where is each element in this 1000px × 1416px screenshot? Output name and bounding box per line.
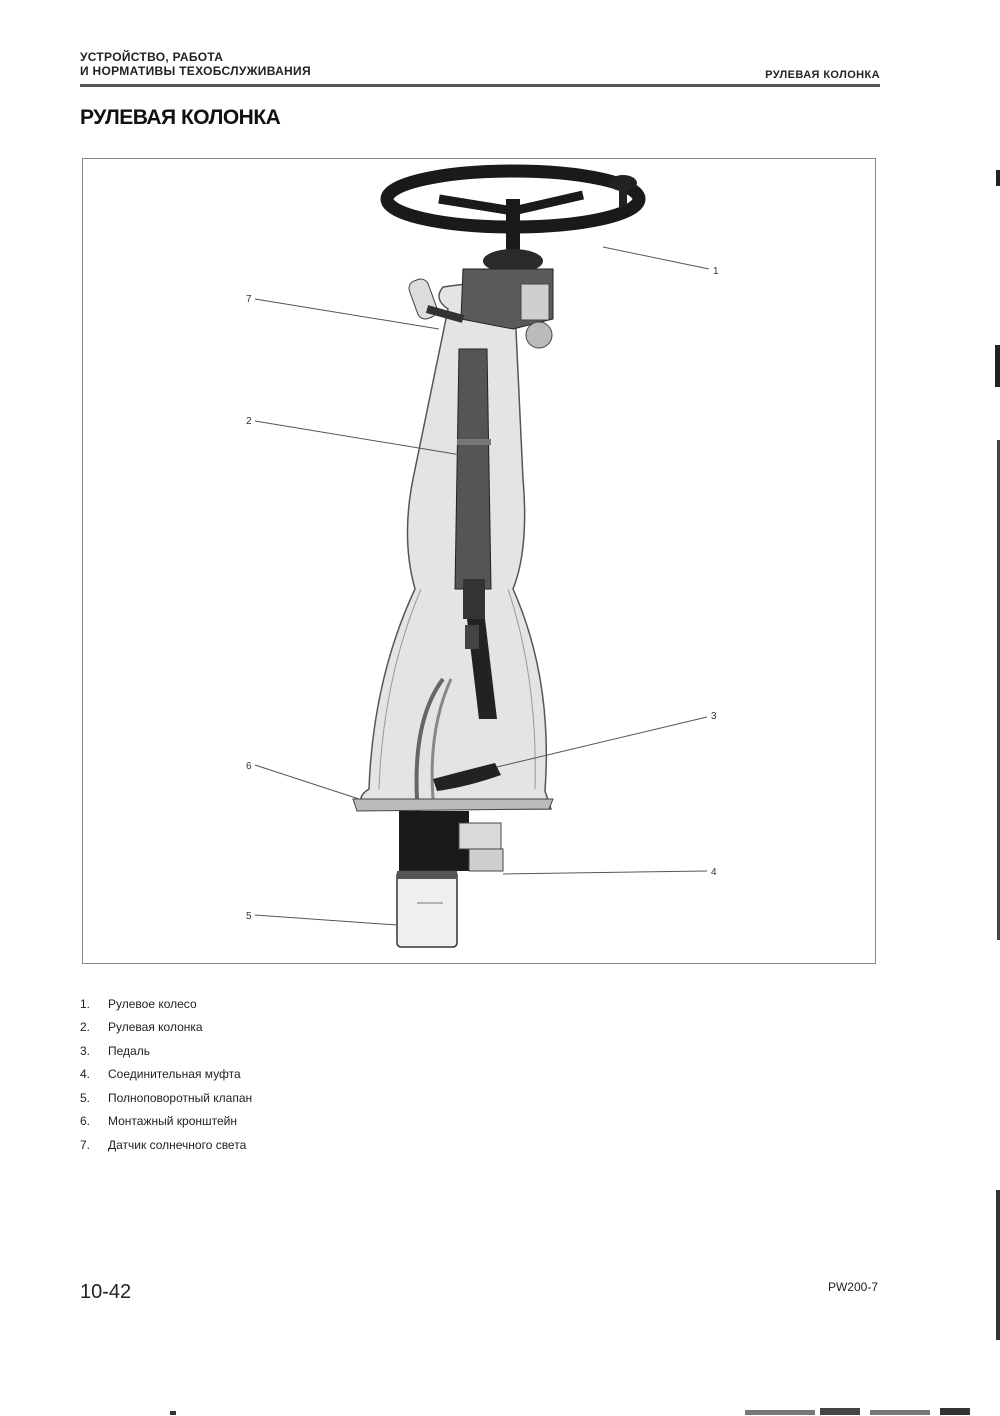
legend-num: 6.	[80, 1114, 91, 1129]
legend-item: 1. Рулевое колесо	[80, 992, 252, 1016]
legend-text: Полноповоротный клапан	[108, 1090, 253, 1105]
legend-item: 2. Рулевая колонка	[80, 1016, 252, 1040]
legend-text: Соединительная муфта	[108, 1067, 241, 1082]
valve-block	[399, 811, 469, 871]
section-header: УСТРОЙСТВО, РАБОТА И НОРМАТИВЫ ТЕХОБСЛУЖ…	[80, 50, 311, 78]
parts-legend: 1. Рулевое колесо 2. Рулевая колонка 3. Пед…	[80, 992, 252, 1157]
page-number: 10-42	[80, 1281, 132, 1303]
leader-7	[254, 298, 440, 330]
legend-item: 4. Соединительная муфта	[80, 1063, 252, 1087]
leader-1	[602, 246, 710, 270]
steering-shaft	[454, 348, 492, 590]
legend-num: 7.	[80, 1137, 91, 1152]
legend-text: Рулевая колонка	[108, 1020, 203, 1035]
orbitrol-valve	[396, 870, 458, 948]
leader-4	[502, 870, 708, 875]
scan-edge-mark	[997, 440, 1000, 940]
legend-text: Рулевое колесо	[108, 996, 197, 1011]
leader-2	[254, 420, 462, 456]
section-header-line2: И НОРМАТИВЫ ТЕХОБСЛУЖИВАНИЯ	[80, 64, 311, 78]
callout-5: 5	[246, 911, 252, 922]
legend-item: 3. Педаль	[80, 1039, 252, 1063]
callout-3: 3	[711, 711, 717, 722]
leader-3	[496, 716, 708, 768]
legend-num: 5.	[80, 1090, 91, 1105]
model-code: PW200-7	[827, 1280, 878, 1294]
callout-2: 2	[246, 416, 252, 427]
scan-edge-mark	[996, 170, 1000, 186]
legend-item: 6. Монтажный кронштейн	[80, 1110, 252, 1134]
callout-1: 1	[713, 266, 719, 277]
legend-num: 4.	[80, 1067, 91, 1082]
scan-edge-mark	[995, 345, 1000, 387]
steering-column-illustration: 1 7 2 3 6 4 5	[246, 164, 719, 948]
section-header-line1: УСТРОЙСТВО, РАБОТА	[80, 50, 224, 64]
scan-edge-mark	[996, 1190, 1000, 1340]
header-rule	[80, 84, 880, 87]
legend-text: Датчик солнечного света	[108, 1137, 247, 1152]
legend-item: 7. Датчик солнечного света	[80, 1133, 252, 1157]
legend-text: Педаль	[108, 1043, 150, 1058]
callout-7: 7	[246, 294, 252, 305]
callout-4: 4	[711, 867, 717, 878]
legend-text: Монтажный кронштейн	[108, 1114, 237, 1129]
legend-item: 5. Полноповоротный клапан	[80, 1086, 252, 1110]
callout-6: 6	[246, 761, 252, 772]
steering-column-figure: 1 7 2 3 6 4 5	[82, 158, 876, 964]
leader-6	[254, 764, 360, 800]
scan-bottom-strip	[170, 1408, 970, 1415]
legend-num: 3.	[80, 1043, 91, 1058]
mounting-base	[352, 798, 554, 812]
legend-num: 1.	[80, 996, 91, 1011]
legend-num: 2.	[80, 1020, 91, 1035]
pedal	[433, 763, 501, 791]
page-title: РУЛЕВАЯ КОЛОНКА	[80, 106, 281, 129]
chapter-header: РУЛЕВАЯ КОЛОНКА	[765, 69, 880, 81]
leader-5	[254, 914, 398, 926]
